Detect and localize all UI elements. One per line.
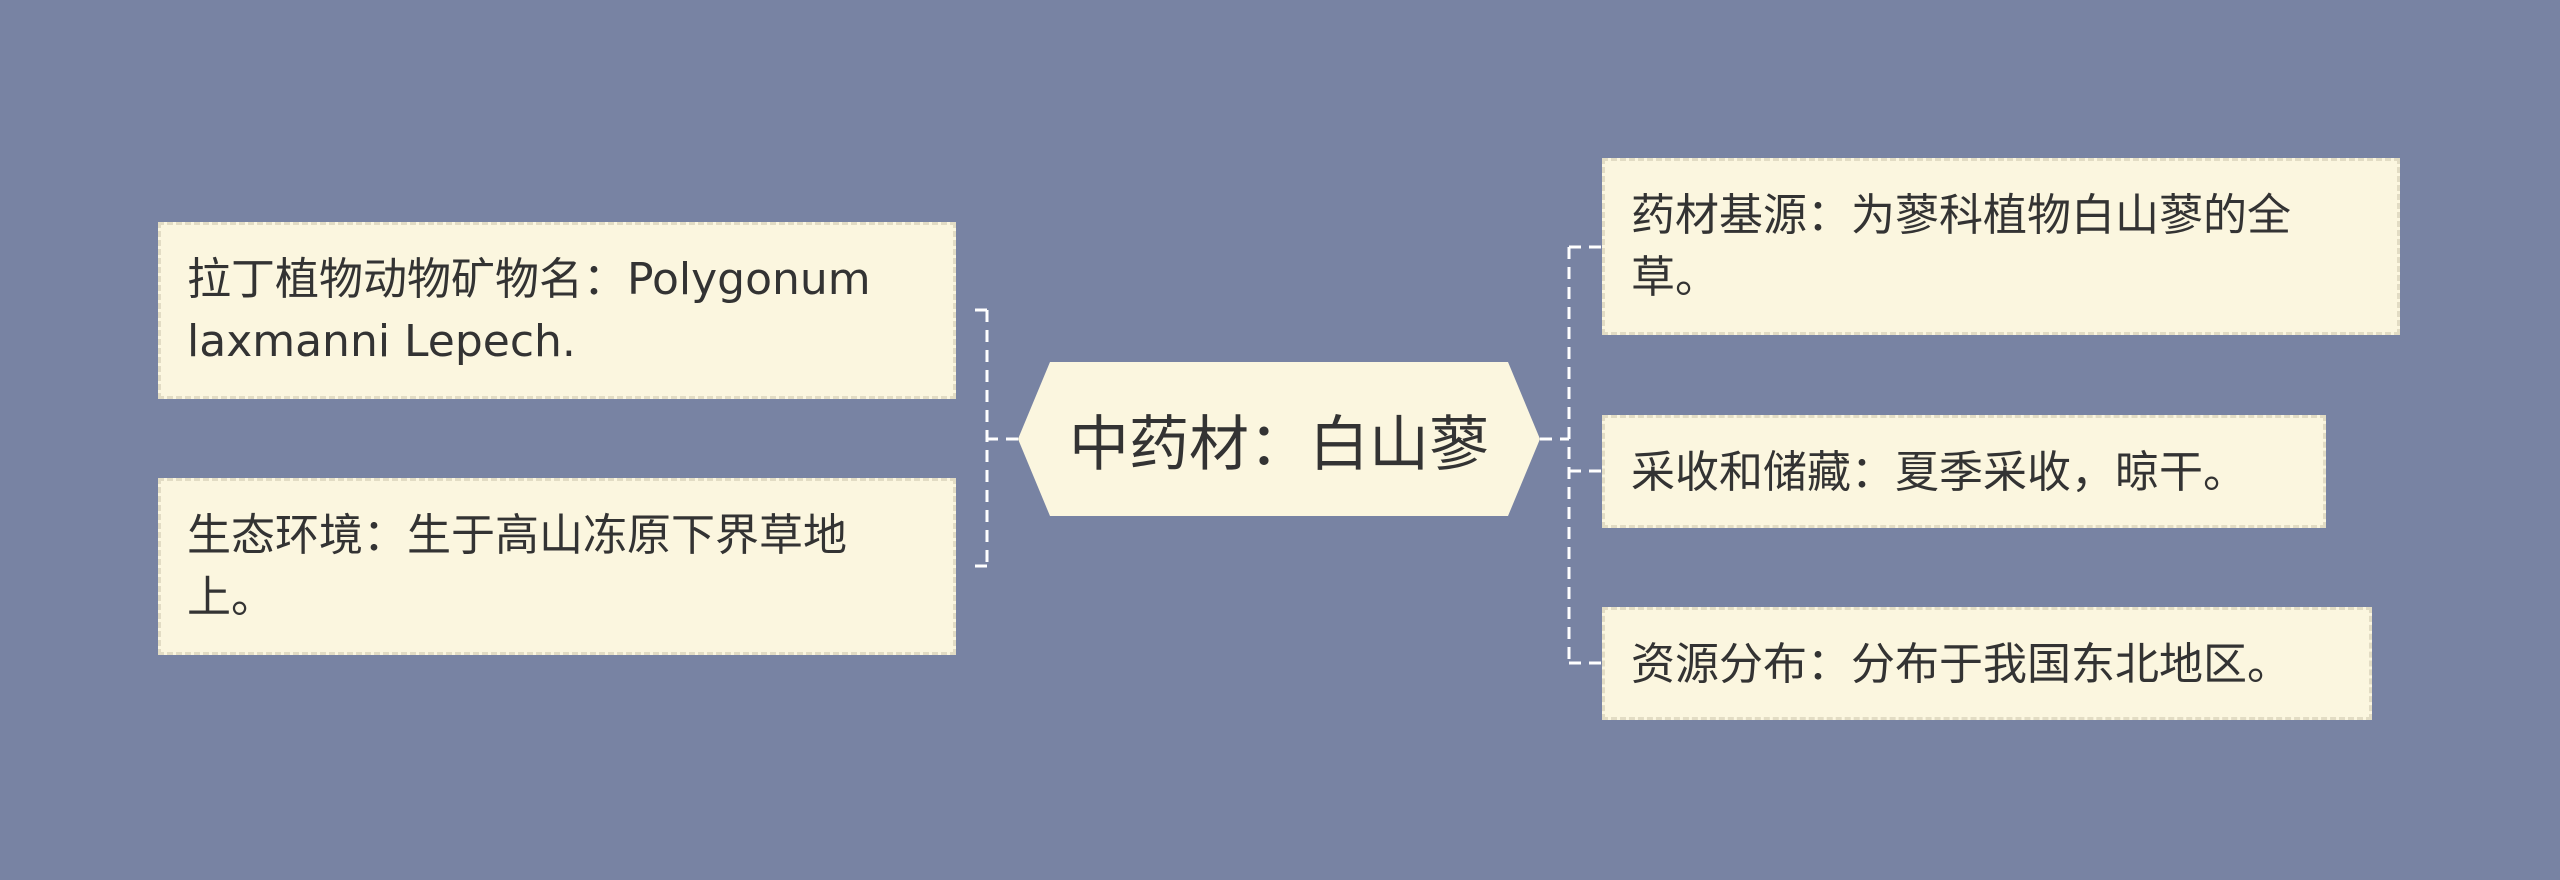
topic-latin-name[interactable]: 拉丁植物动物矿物名：Polygonum laxmanni Lepech. xyxy=(158,222,956,399)
topic-habitat[interactable]: 生态环境：生于高山冻原下界草地上。 xyxy=(158,478,956,655)
topic-distribution-text: 资源分布：分布于我国东北地区。 xyxy=(1631,639,2291,690)
topic-harvest-storage[interactable]: 采收和储藏：夏季采收，晾干。 xyxy=(1602,415,2326,528)
topic-latin-name-text: 拉丁植物动物矿物名：Polygonum laxmanni Lepech. xyxy=(187,254,871,367)
topic-source-text: 药材基源：为蓼科植物白山蓼的全草。 xyxy=(1631,190,2291,303)
central-topic-label: 中药材：白山蓼 xyxy=(1069,409,1489,480)
topic-harvest-storage-text: 采收和储藏：夏季采收，晾干。 xyxy=(1631,447,2247,498)
topic-distribution[interactable]: 资源分布：分布于我国东北地区。 xyxy=(1602,607,2372,720)
central-topic[interactable]: 中药材：白山蓼 xyxy=(1018,362,1540,516)
topic-habitat-text: 生态环境：生于高山冻原下界草地上。 xyxy=(187,510,847,623)
topic-source[interactable]: 药材基源：为蓼科植物白山蓼的全草。 xyxy=(1602,158,2400,335)
